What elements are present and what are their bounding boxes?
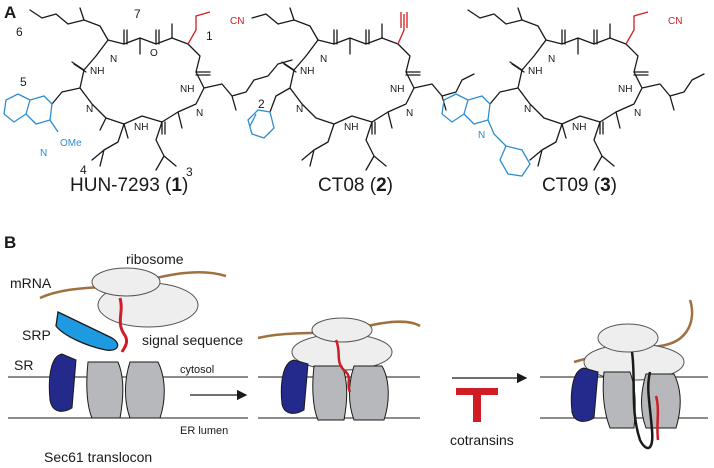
panel-a-label: A [4, 3, 16, 22]
position-2: 2 [258, 97, 265, 111]
sr-2 [280, 359, 309, 414]
atom-nh-1a: NH [90, 66, 104, 77]
atom-nh-3b: NH [618, 84, 632, 95]
atom-nh-2c: NH [344, 122, 358, 133]
ribosome-small-1 [91, 267, 161, 297]
panel-b-label: B [4, 233, 16, 252]
srp-1 [55, 311, 119, 351]
atom-nh-3a: NH [528, 66, 542, 77]
molecule-ct09 [441, 7, 705, 177]
atom-ome-1: OMe [60, 138, 82, 149]
molecule-ct08 [247, 7, 475, 171]
translocon-1 [86, 361, 165, 419]
atom-n-2c: N [406, 108, 413, 119]
label-translocon: Sec61 translocon [44, 449, 152, 465]
sr-1 [48, 353, 77, 412]
atom-n-3a: N [548, 54, 555, 65]
atom-nh-3c: NH [572, 122, 586, 133]
atom-n-2b: N [296, 104, 303, 115]
signal-sequence-1 [118, 297, 129, 353]
signal-sequence-2 [334, 339, 352, 393]
stage-3 [570, 299, 694, 450]
caption-compound-1: HUN-7293 (1) [70, 175, 188, 196]
atom-n-1c: N [196, 108, 203, 119]
stage-2 [257, 317, 421, 421]
caption-compound-3: CT09 (3) [542, 175, 617, 196]
position-4: 4 [80, 163, 87, 177]
sr-3 [570, 367, 599, 422]
atom-nh-1b: NH [180, 84, 194, 95]
position-1: 1 [206, 29, 213, 43]
label-cotransins: cotransins [450, 432, 514, 448]
ribosome-small-3 [597, 323, 659, 353]
atom-n-trp-1: N [40, 148, 47, 159]
atom-o-1a: O [150, 48, 158, 59]
ribosome-small-2 [311, 317, 373, 343]
label-ribosome: ribosome [126, 251, 184, 267]
label-cytosol: cytosol [180, 364, 214, 376]
translocon-2 [312, 365, 389, 421]
atom-n-1b: N [86, 104, 93, 115]
translocon-3 [602, 371, 681, 429]
label-signal-sequence: signal sequence [142, 332, 243, 348]
label-mrna: mRNA [10, 275, 52, 291]
atom-cn-1: CN [230, 16, 244, 27]
atom-n-3c: N [634, 108, 641, 119]
position-6: 6 [16, 25, 23, 39]
label-srp: SRP [22, 327, 51, 343]
caption-compound-2: CT08 (2) [318, 175, 393, 196]
atom-cn-3: CN [668, 16, 682, 27]
atom-n-3b: N [524, 104, 531, 115]
signal-sequence-3 [654, 395, 660, 441]
molecule-hun-7293 [3, 7, 293, 171]
atom-n-trp-3: N [478, 130, 485, 141]
position-7: 7 [134, 7, 141, 21]
inhibition-symbol [456, 388, 498, 422]
atom-nh-2b: NH [390, 84, 404, 95]
label-er-lumen: ER lumen [180, 425, 228, 437]
atom-n-2a: N [320, 54, 327, 65]
position-3: 3 [186, 165, 193, 179]
atom-nh-2a: NH [300, 66, 314, 77]
label-sr: SR [14, 357, 33, 373]
stage-1 [39, 267, 227, 419]
nascent-chain-3 [630, 351, 654, 450]
position-5: 5 [20, 75, 27, 89]
atom-n-1a: N [110, 54, 117, 65]
atom-nh-1c: NH [134, 122, 148, 133]
